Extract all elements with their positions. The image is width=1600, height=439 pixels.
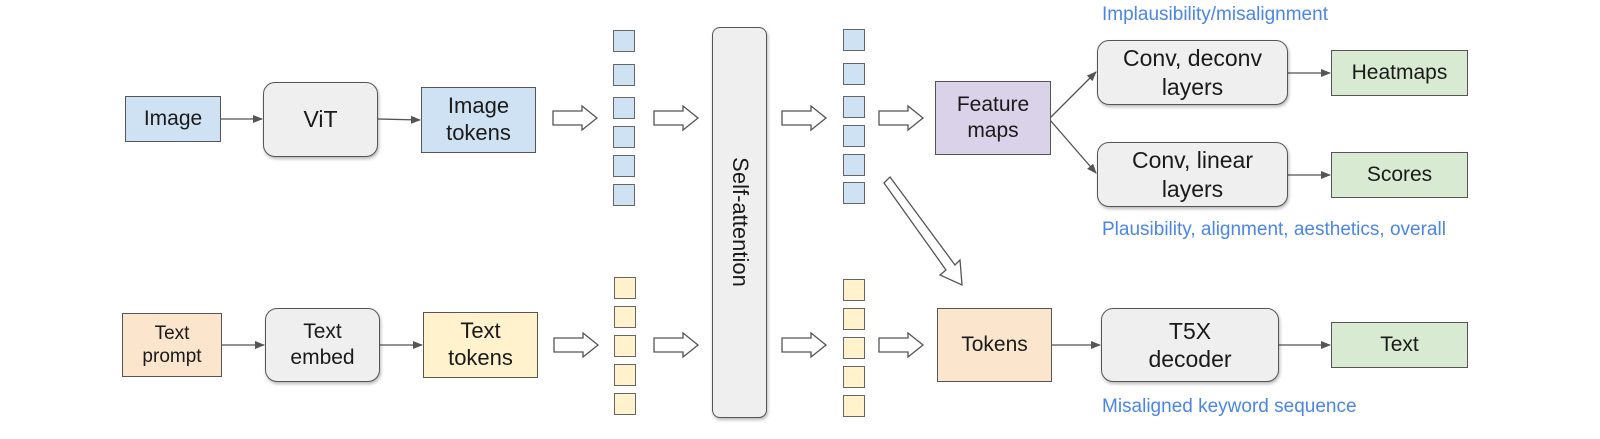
text-token xyxy=(614,364,636,386)
hollow-arrow xyxy=(653,331,700,359)
heatmaps-annotation: Implausibility/misalignment xyxy=(1102,4,1328,25)
text-token xyxy=(843,366,865,388)
feature-maps-node: Feature maps xyxy=(935,81,1051,155)
image-tokens-node: Image tokens xyxy=(421,87,536,153)
text-token xyxy=(843,308,865,330)
scores-node: Scores xyxy=(1331,152,1468,198)
image-token xyxy=(613,126,635,148)
image-node: Image xyxy=(125,96,221,142)
hollow-arrow xyxy=(653,104,700,132)
text-token xyxy=(843,279,865,301)
hollow-arrow xyxy=(552,104,599,132)
image-token xyxy=(843,63,865,85)
text-token xyxy=(614,306,636,328)
t5x-decoder-node: T5X decoder xyxy=(1101,308,1279,382)
image-token xyxy=(843,96,865,118)
scores-annotation: Plausibility, alignment, aesthetics, ove… xyxy=(1102,219,1446,240)
image-token xyxy=(843,182,865,204)
image-token xyxy=(613,97,635,119)
hollow-arrow xyxy=(781,104,828,132)
image-token xyxy=(843,29,865,51)
text-embed-node: Text embed xyxy=(265,308,380,382)
text-prompt-node: Text prompt xyxy=(122,313,222,377)
text-tokens-node: Text tokens xyxy=(423,312,538,378)
hollow-arrow xyxy=(878,104,925,132)
edge-vit-to-image-tokens xyxy=(377,115,421,124)
hollow-arrow xyxy=(878,331,925,359)
text-annotation: Misaligned keyword sequence xyxy=(1102,396,1357,417)
diagonal-hollow-arrow xyxy=(883,176,963,287)
conv-linear-node: Conv, linear layers xyxy=(1097,142,1288,207)
text-token xyxy=(614,335,636,357)
image-token xyxy=(613,155,635,177)
tokens-node: Tokens xyxy=(937,308,1052,382)
edge-feature-to-conv-linear xyxy=(1049,119,1097,174)
conv-deconv-node: Conv, deconv layers xyxy=(1097,40,1288,105)
self-attention-node xyxy=(712,27,767,418)
edge-feature-to-conv-deconv xyxy=(1049,71,1097,119)
image-token xyxy=(843,154,865,176)
vit-node: ViT xyxy=(263,82,378,157)
text-token xyxy=(843,395,865,417)
image-token xyxy=(613,30,635,52)
heatmaps-node: Heatmaps xyxy=(1331,50,1468,96)
text-token xyxy=(843,337,865,359)
self-attention-label: Self-attention xyxy=(728,157,753,287)
text-token xyxy=(614,393,636,415)
image-token xyxy=(613,184,635,206)
image-token xyxy=(843,125,865,147)
text-token xyxy=(614,277,636,299)
hollow-arrow xyxy=(553,331,600,359)
hollow-arrow xyxy=(781,331,828,359)
image-token xyxy=(613,64,635,86)
text-output-node: Text xyxy=(1331,322,1468,368)
